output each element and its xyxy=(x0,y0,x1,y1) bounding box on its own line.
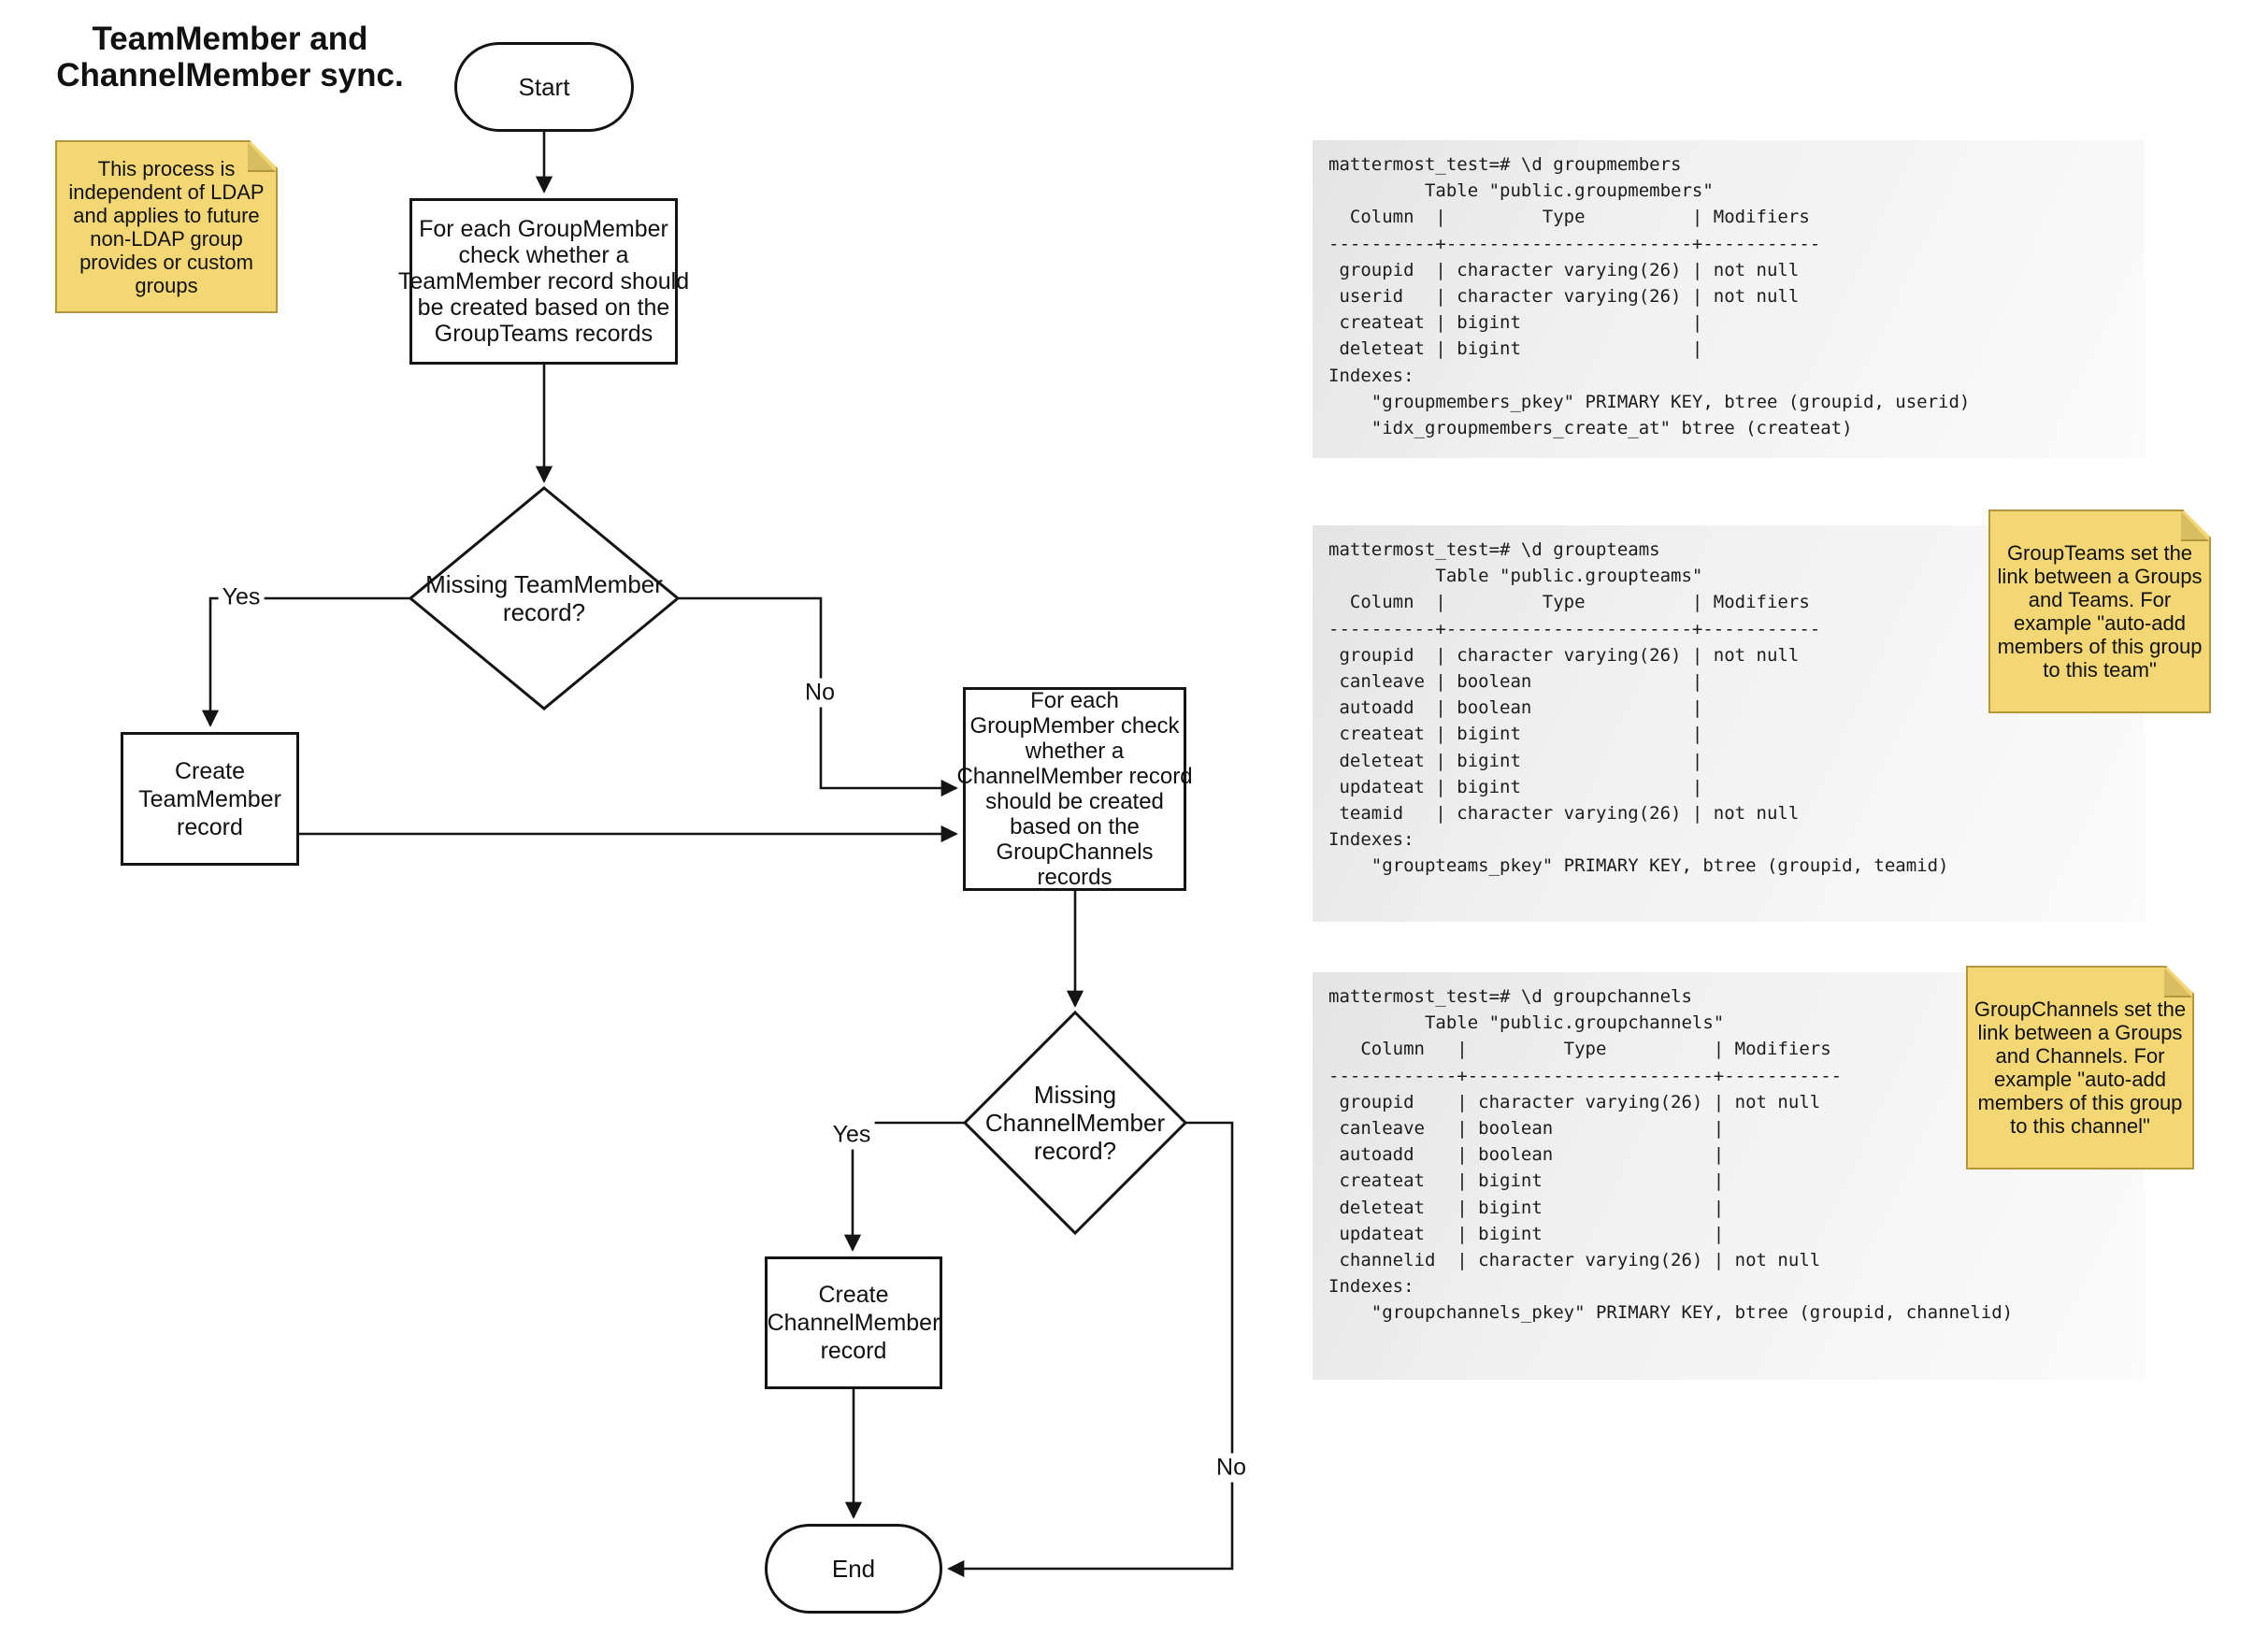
flow-decision-channelmember: Missing ChannelMember record? xyxy=(962,1010,1188,1236)
psql-output-groupteams: mattermost_test=# \d groupteams Table "p… xyxy=(1313,525,2145,922)
flow-create-channelmember-label: Create ChannelMember record xyxy=(767,1282,940,1364)
flow-process-channelmember-label: For each GroupMember check whether a Cha… xyxy=(956,688,1193,890)
sticky-note-groupchannels-text: GroupChannels set the link between a Gro… xyxy=(1974,997,2187,1138)
flow-create-channelmember: Create ChannelMember record xyxy=(765,1256,942,1389)
psql-output-groupchannels-text: mattermost_test=# \d groupchannels Table… xyxy=(1328,986,2014,1324)
page-title: TeamMember and ChannelMember sync. xyxy=(56,21,404,93)
flow-start-label: Start xyxy=(518,72,570,101)
edge-label-yes-channel: Yes xyxy=(828,1120,875,1150)
flow-decision-channelmember-label: Missing ChannelMember record? xyxy=(984,1081,1166,1165)
psql-output-groupmembers: mattermost_test=# \d groupmembers Table … xyxy=(1313,140,2145,458)
sticky-note-groupchannels: GroupChannels set the link between a Gro… xyxy=(1966,966,2194,1170)
flow-decision-teammember-label: Missing TeamMember record? xyxy=(425,570,663,626)
edge-label-no-channel: No xyxy=(1213,1453,1250,1483)
sticky-note-groupteams-text: GroupTeams set the link between a Groups… xyxy=(1997,541,2203,682)
flow-decision-teammember: Missing TeamMember record? xyxy=(408,485,681,711)
flow-process-channelmember: For each GroupMember check whether a Cha… xyxy=(956,687,1193,891)
psql-output-groupmembers-text: mattermost_test=# \d groupmembers Table … xyxy=(1328,154,1971,439)
edge-label-yes-team: Yes xyxy=(218,582,265,612)
edge-no-to-end xyxy=(947,1121,1234,1578)
edge-label-no-team: No xyxy=(801,678,839,708)
flow-process-teammember-label: For each GroupMember check whether a Tea… xyxy=(397,216,690,347)
flow-create-teammember-label: Create TeamMember record xyxy=(138,757,281,840)
flow-create-teammember: Create TeamMember record xyxy=(121,732,299,866)
psql-output-groupteams-text: mattermost_test=# \d groupteams Table "p… xyxy=(1328,539,1949,877)
sticky-note-ldap: This process is independent of LDAP and … xyxy=(55,140,278,313)
decision-diamond-shape xyxy=(962,1010,1188,1236)
sticky-note-groupteams: GroupTeams set the link between a Groups… xyxy=(1988,509,2211,713)
flow-end-label: End xyxy=(831,1554,876,1583)
decision-diamond-shape xyxy=(408,486,681,710)
edge-yes-to-create-team xyxy=(201,596,410,727)
flow-process-teammember: For each GroupMember check whether a Tea… xyxy=(398,198,689,365)
sticky-note-ldap-text: This process is independent of LDAP and … xyxy=(68,156,265,297)
flow-end-node: End xyxy=(765,1524,942,1614)
flow-start-node: Start xyxy=(454,42,634,132)
